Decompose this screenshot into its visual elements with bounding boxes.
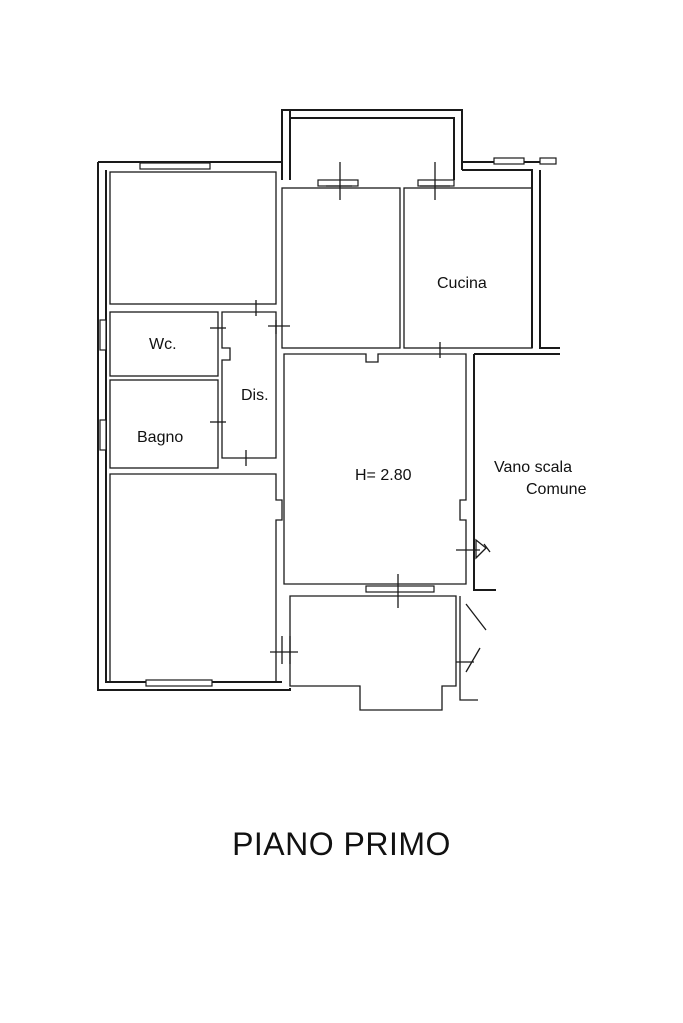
room-bottom-balcony — [289, 595, 487, 711]
label-vano-scala: Vano scala — [494, 459, 572, 476]
room-bottom-left — [109, 473, 298, 687]
room-bagno — [99, 379, 226, 469]
outer-walls — [97, 109, 555, 691]
label-comune: Comune — [526, 481, 587, 498]
room-dis — [221, 300, 290, 466]
plan-title: PIANO PRIMO — [232, 826, 451, 862]
label-cucina: Cucina — [437, 275, 487, 292]
label-height: H= 2.80 — [355, 467, 412, 484]
room-wc — [99, 311, 226, 377]
room-cucina — [403, 157, 560, 358]
label-wc: Wc. — [149, 336, 177, 353]
room-living — [283, 353, 560, 608]
label-bagno: Bagno — [137, 429, 183, 446]
room-top-middle — [281, 187, 401, 349]
label-dis: Dis. — [241, 387, 269, 404]
room-top-left — [109, 162, 277, 305]
top-balcony — [317, 162, 455, 200]
